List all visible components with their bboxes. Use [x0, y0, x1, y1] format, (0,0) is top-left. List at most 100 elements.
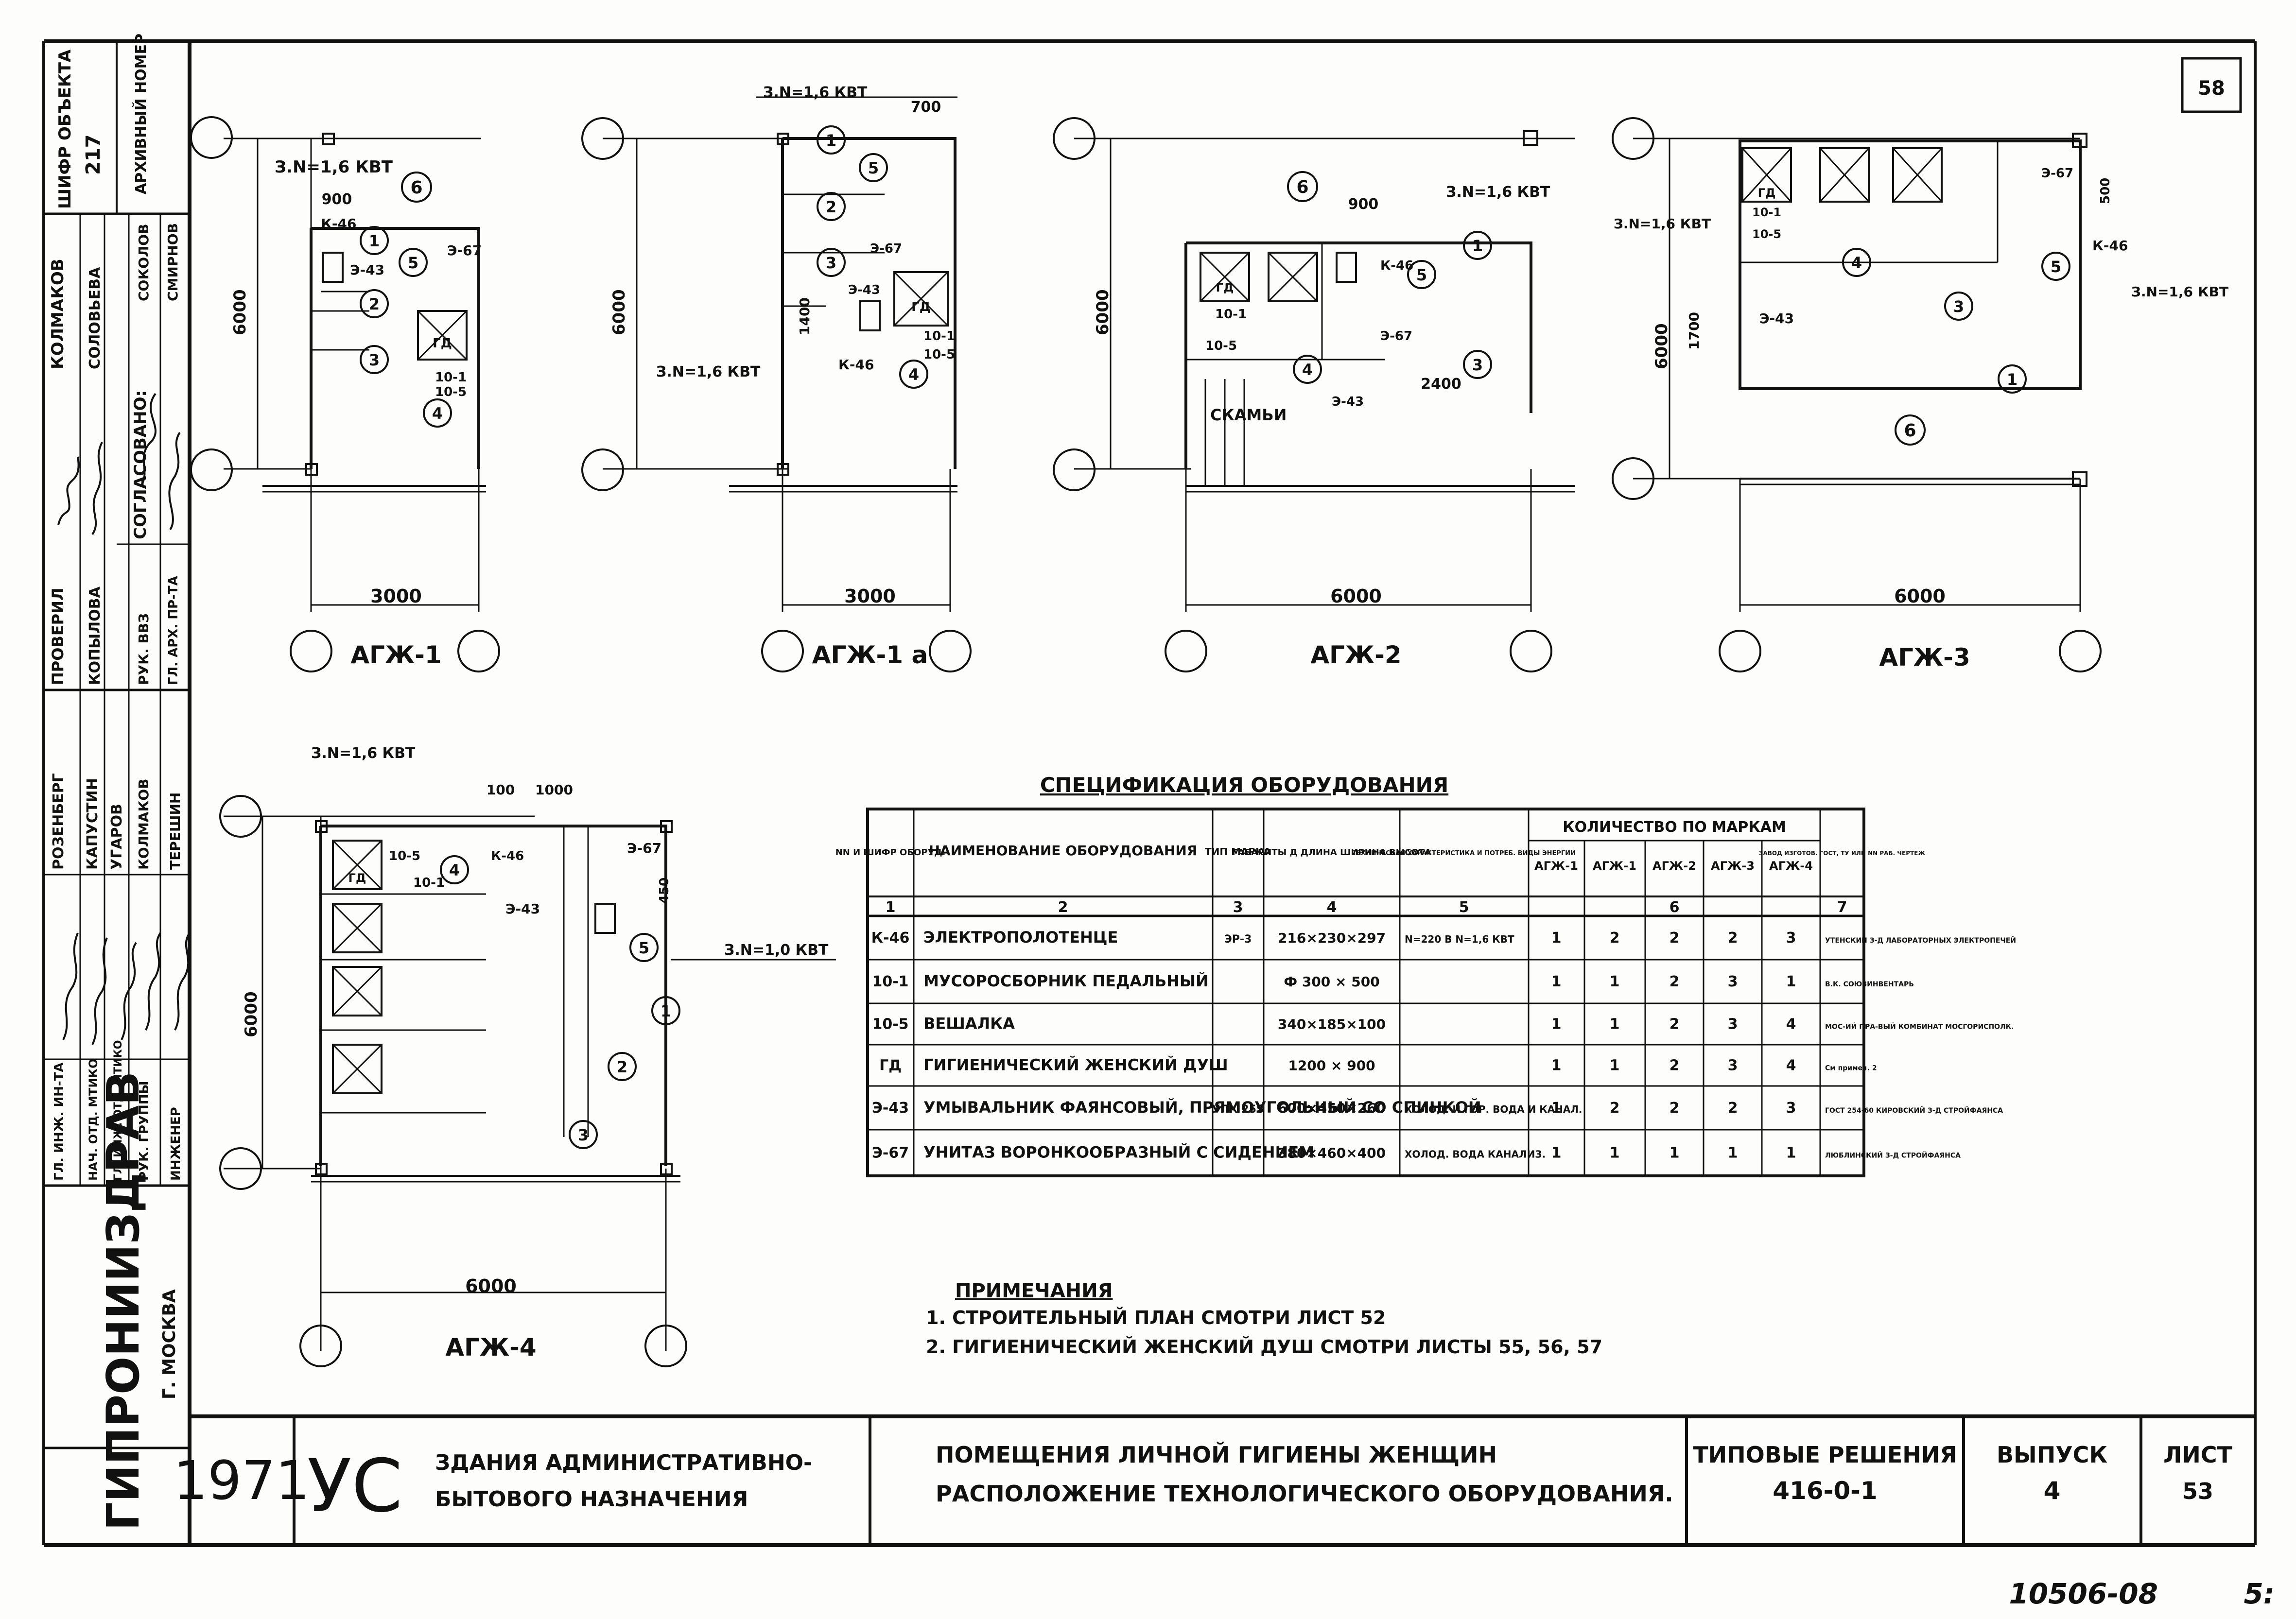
- agzh3-pos-5: 5: [2051, 258, 2061, 276]
- agzh4-tag-e67: Э-67: [627, 840, 661, 856]
- spec-cell-qty: 2: [1610, 1100, 1620, 1117]
- agzh1a-label: АГЖ-1 а: [812, 641, 928, 669]
- spec-cell-qty: 3: [1786, 1100, 1796, 1117]
- tb-series: УС: [307, 1444, 402, 1529]
- agzh2-tag-10-1: 10-1: [1215, 307, 1247, 322]
- agzh4-height-dim: 6000: [242, 991, 261, 1037]
- agzh2-axis-label: 6: [1296, 177, 1308, 197]
- agzh4-pos-4: 4: [449, 861, 460, 879]
- agzh3-label: АГЖ-3: [1879, 643, 1970, 672]
- tb-building: ЗДАНИЯ АДМИНИСТРАТИВНО-: [435, 1450, 812, 1475]
- spec-cell-qty: 1: [1610, 973, 1620, 990]
- agzh3-axis-label: 6: [1904, 421, 1916, 441]
- spec-cell-qty: 1: [1610, 1016, 1620, 1033]
- spec-cell-qty: 1: [1728, 1145, 1738, 1162]
- spec-hdr-mark-2: АГЖ-1: [1593, 859, 1636, 873]
- agzh1a-tag-10-1: 10-1: [923, 329, 955, 344]
- spec-hdr-type: ТИП МАРКА: [1205, 846, 1271, 858]
- agzh4-tag-10-1: 10-1: [413, 876, 445, 890]
- stamp-check-label: ПРОВЕРИЛ: [49, 588, 67, 686]
- plan-agzh-3: [1633, 133, 2087, 612]
- agzh2-pos-4: 4: [1302, 361, 1313, 379]
- tb-typical-label: ТИПОВЫЕ РЕШЕНИЯ: [1693, 1442, 1957, 1468]
- stamp-cipher-value: 217: [82, 135, 104, 175]
- agzh2-label: АГЖ-2: [1310, 641, 1401, 669]
- agzh2-dim-2400: 2400: [1421, 376, 1461, 393]
- agzh1a-power: З.N=1,6 КВТ: [656, 363, 761, 380]
- agzh1a-position-markers: 1 2 3 4 5: [817, 125, 928, 389]
- spec-cell-name: ВЕШАЛКА: [923, 1015, 1015, 1033]
- spec-cell-qty: 2: [1728, 1100, 1738, 1117]
- spec-cell-qty: 2: [1670, 1057, 1680, 1074]
- agzh4-pos-2: 2: [617, 1058, 627, 1076]
- spec-cell-code: Э-43: [872, 1100, 909, 1117]
- spec-col-num-6: 6: [1670, 899, 1680, 916]
- spec-cell-code: Э-67: [872, 1145, 909, 1162]
- stamp-check-head: РУК. ВВЗ: [136, 613, 152, 685]
- agzh4-width-dim: 6000: [465, 1275, 517, 1297]
- agzh3-tag-10-1: 10-1: [1752, 206, 1781, 219]
- spec-cell-qty: 3: [1728, 1057, 1738, 1074]
- agzh3-power-right: З.N=1,6 КВТ: [2131, 284, 2228, 300]
- spec-cell-qty: 1: [1786, 973, 1796, 990]
- spec-cell-qty: 2: [1670, 930, 1680, 947]
- agzh1a-axis-bubbles: [581, 117, 972, 672]
- tb-building-2: БЫТОВОГО НАЗНАЧЕНИЯ: [435, 1487, 748, 1512]
- spec-cell-qty: 2: [1610, 930, 1620, 947]
- agzh3-tag-e43: Э-43: [1759, 310, 1794, 327]
- agzh3-width-dim: 6000: [1894, 586, 1946, 607]
- spec-hdr-name: НАИМЕНОВАНИЕ ОБОРУДОВАНИЯ: [929, 843, 1198, 859]
- agzh4-tag-10-5: 10-5: [389, 849, 420, 863]
- agzh1-pos-3: 3: [369, 351, 380, 369]
- spec-cell-qty: 1: [1610, 1057, 1620, 1074]
- agzh1a-tag-e67: Э-67: [870, 241, 902, 256]
- agzh4-dim-450: 450: [657, 878, 672, 904]
- agzh3-tag-10-5: 10-5: [1752, 227, 1781, 241]
- spec-hdr-mark-3: АГЖ-2: [1652, 859, 1696, 873]
- agzh3-axis-bubble-mid: [1895, 414, 1926, 446]
- agzh1a-tag-10-5: 10-5: [923, 347, 955, 362]
- agzh4-tag-e43: Э-43: [505, 901, 540, 917]
- tb-sheet-value: 53: [2182, 1478, 2213, 1504]
- agzh2-height-dim: 6000: [1093, 289, 1113, 335]
- agzh2-position-markers: 1 3 4 5: [1293, 231, 1492, 384]
- spec-hdr-num: NN И ШИФР ОБОРУД.: [835, 847, 946, 858]
- tb-subject: ПОМЕЩЕНИЯ ЛИЧНОЙ ГИГИЕНЫ ЖЕНЩИН: [936, 1442, 1497, 1468]
- spec-cell-factory: См примеч. 2: [1825, 1065, 1877, 1072]
- agzh4-label: АГЖ-4: [445, 1333, 536, 1361]
- agzh3-pos-3: 3: [1953, 297, 1964, 316]
- stamp-role-1: ГЛ. ИНЖ. ИН-ТА: [52, 1062, 67, 1181]
- agzh2-tag-10-5: 10-5: [1205, 339, 1237, 353]
- tb-issue-label: ВЫПУСК: [1997, 1442, 2107, 1468]
- agzh2-axis-bubble-top: [1287, 171, 1318, 202]
- stamp-cipher-label: ШИФР ОБЪЕКТА: [55, 49, 75, 209]
- agzh1-tag-e43: Э-43: [350, 262, 384, 278]
- agzh4-dim-100: 100: [487, 782, 515, 798]
- bottom-page: 5:: [2244, 1577, 2275, 1610]
- spec-cell-dims: 340×185×100: [1278, 1016, 1386, 1033]
- agzh3-tag-gd: ГД: [1758, 186, 1776, 200]
- plan-agzh-4: [224, 815, 836, 1351]
- stamp-role-5: ИНЖЕНЕР: [169, 1107, 183, 1181]
- agzh1a-pos-3: 3: [826, 254, 836, 272]
- spec-cell-qty: 1: [1551, 930, 1562, 947]
- stamp-name-ugarov: УГАРОВ: [108, 804, 125, 870]
- agzh3-height-dim: 6000: [1652, 323, 1671, 369]
- agzh3-dim-1700: 1700: [1686, 312, 1702, 350]
- agzh1-pos-4: 4: [432, 404, 443, 423]
- spec-cell-factory: В.К. СОЮЗИНВЕНТАРЬ: [1825, 981, 1914, 988]
- agzh4-tag-k46: К-46: [491, 849, 524, 863]
- spec-cell-qty: 1: [1551, 1100, 1562, 1117]
- spec-col-num-3: 3: [1233, 899, 1243, 916]
- agzh2-tag-e43: Э-43: [1332, 395, 1364, 409]
- agzh4-pos-1: 1: [661, 1002, 671, 1020]
- notes-title: ПРИМЕЧАНИЯ: [955, 1280, 1113, 1302]
- spec-cell-qty: 3: [1786, 930, 1796, 947]
- agzh1-tag-k46: К-46: [321, 216, 356, 232]
- notes-item-1: 1. СТРОИТЕЛЬНЫЙ ПЛАН СМОТРИ ЛИСТ 52: [926, 1307, 1386, 1328]
- spec-cell-qty: 4: [1786, 1016, 1796, 1033]
- spec-cell-dims: 216×230×297: [1278, 930, 1386, 946]
- agzh3-axis-bubbles: [1612, 117, 2102, 672]
- spec-table-grid: [866, 808, 1865, 1177]
